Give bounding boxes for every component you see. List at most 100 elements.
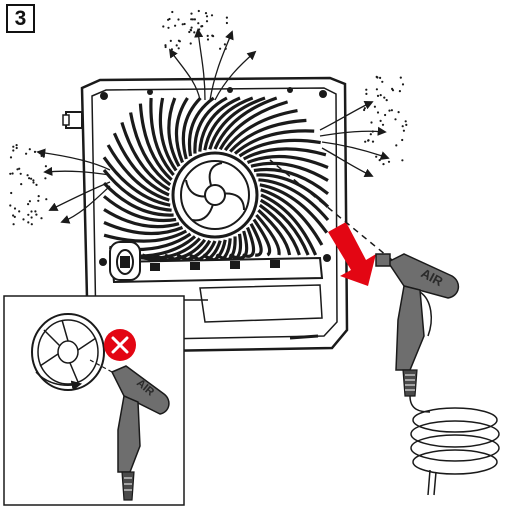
dust-dot: [367, 139, 369, 141]
dust-dot: [401, 159, 403, 161]
dust-dot: [224, 43, 226, 45]
dust-dot: [34, 210, 36, 212]
dust-dot: [192, 18, 194, 20]
dust-dot: [211, 14, 213, 16]
dust-dot: [35, 214, 37, 216]
dust-dot: [394, 118, 396, 120]
dust-dot: [205, 12, 207, 14]
dust-dot: [382, 124, 384, 126]
dust-dot: [30, 178, 32, 180]
dust-dot: [178, 47, 180, 49]
dust-dot: [10, 192, 12, 194]
dust-dot: [27, 174, 29, 176]
dust-dot: [207, 35, 209, 37]
dust-dot: [45, 165, 47, 167]
dust-dot: [31, 216, 33, 218]
dust-dot: [402, 83, 404, 85]
dust-dot: [191, 27, 193, 29]
dust-dot: [193, 31, 195, 33]
dust-dot: [12, 172, 14, 174]
dust-dot: [207, 38, 209, 40]
air-hose: [410, 396, 499, 495]
dust-dot: [403, 130, 405, 132]
dust-dot: [363, 109, 365, 111]
dust-dot: [14, 207, 16, 209]
dust-dot: [190, 29, 192, 31]
dust-dot: [372, 141, 374, 143]
dust-dot: [35, 184, 37, 186]
dust-dot: [43, 156, 45, 158]
dust-dot: [32, 179, 34, 181]
fan-icon: [173, 153, 257, 237]
dust-dot: [402, 125, 404, 127]
dust-dot: [365, 89, 367, 91]
dust-dot: [370, 121, 372, 123]
dust-dot: [16, 144, 18, 146]
dust-dot: [206, 20, 208, 22]
dust-dot: [405, 124, 407, 126]
dust-dot: [20, 173, 22, 175]
dust-dot: [12, 214, 14, 216]
dust-dot: [400, 77, 402, 79]
dust-dot: [38, 195, 40, 197]
dust-dot: [40, 217, 42, 219]
dust-dot: [37, 200, 39, 202]
dust-dot: [194, 18, 196, 20]
dust-dot: [167, 27, 169, 29]
dust-dot: [182, 23, 184, 25]
dust-dot: [174, 25, 176, 27]
dust-dot: [376, 76, 378, 78]
dust-dot: [198, 10, 200, 12]
dust-dot: [376, 88, 378, 90]
dust-dot: [168, 18, 170, 20]
dust-dot: [171, 48, 173, 50]
dust-dot: [16, 147, 18, 149]
dust-dot: [178, 40, 180, 42]
dust-dot: [18, 210, 20, 212]
dust-dot: [44, 177, 46, 179]
dust-dot: [226, 22, 228, 24]
dust-dot: [395, 144, 397, 146]
dust-dot: [177, 18, 179, 20]
dust-dot: [190, 13, 192, 15]
dust-dot: [399, 90, 401, 92]
dust-dot: [25, 153, 27, 155]
dust-dot: [379, 77, 381, 79]
dust-dot: [12, 146, 14, 148]
dust-dot: [398, 111, 400, 113]
dust-dot: [30, 210, 32, 212]
dust-dot: [34, 151, 36, 153]
dust-dot: [380, 94, 382, 96]
dust-dot: [16, 168, 18, 170]
dust-dot: [383, 97, 385, 99]
prohibited-x-icon: [104, 329, 136, 361]
inset-panel: AIR: [4, 296, 184, 505]
dust-dot: [13, 223, 15, 225]
dust-dot: [374, 106, 376, 108]
dust-dot: [379, 159, 381, 161]
dust-dot: [197, 22, 199, 24]
dust-dot: [388, 161, 390, 163]
dust-dot: [22, 218, 24, 220]
dust-dot: [27, 203, 29, 205]
dust-dot: [370, 133, 372, 135]
dust-dot: [29, 148, 31, 150]
dust-dot: [201, 25, 203, 27]
dust-dot: [32, 181, 34, 183]
air-blow-gun-icon: AIR: [376, 254, 458, 396]
dust-dot: [29, 200, 31, 202]
dust-dot: [41, 155, 43, 157]
dust-dot: [14, 216, 16, 218]
dust-dot: [386, 99, 388, 101]
dust-dot: [27, 221, 29, 223]
dust-dot: [176, 44, 178, 46]
dust-dot: [382, 163, 384, 165]
dust-dot: [380, 120, 382, 122]
dust-dot: [384, 114, 386, 116]
dust-dot: [12, 149, 14, 151]
dust-dot: [170, 40, 172, 42]
dust-dot: [45, 198, 47, 200]
dust-dot: [391, 109, 393, 111]
step-number-badge: 3: [6, 4, 35, 33]
